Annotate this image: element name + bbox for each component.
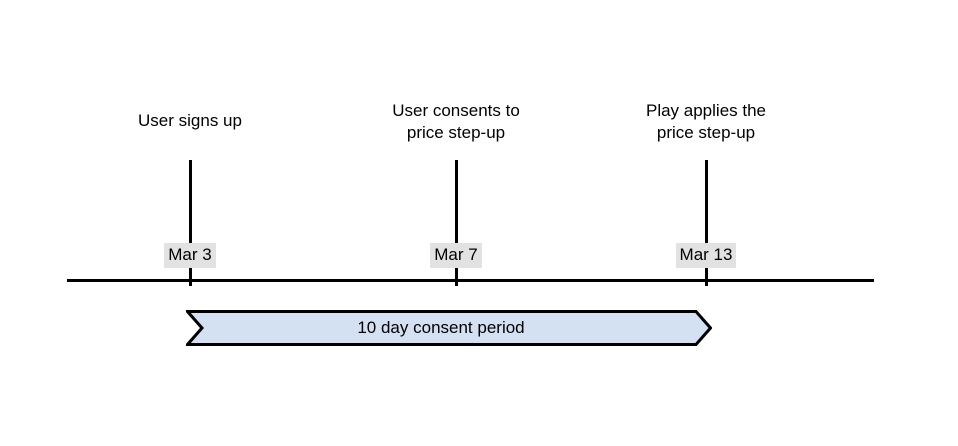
marker-date-wrap-3: Mar 13	[586, 243, 826, 268]
marker-caption-3: Play applies the price step-up	[645, 101, 767, 142]
timeline-axis	[67, 279, 874, 282]
marker-date-label-2: Mar 7	[430, 243, 482, 268]
marker-date-label-3: Mar 13	[675, 243, 737, 268]
banner-polygon	[186, 310, 712, 346]
marker-tick-1	[189, 160, 192, 286]
marker-date-label-1: Mar 3	[164, 243, 216, 268]
consent-period-banner: 10 day consent period	[186, 310, 712, 346]
banner-arrow-shape	[186, 310, 712, 346]
marker-tick-2	[455, 160, 458, 286]
marker-caption-1: User signs up	[138, 111, 242, 130]
marker-tick-3	[705, 160, 708, 286]
marker-date-wrap-2: Mar 7	[336, 243, 576, 268]
marker-caption-2: User consents to price step-up	[392, 101, 520, 142]
marker-date-wrap-1: Mar 3	[70, 243, 310, 268]
